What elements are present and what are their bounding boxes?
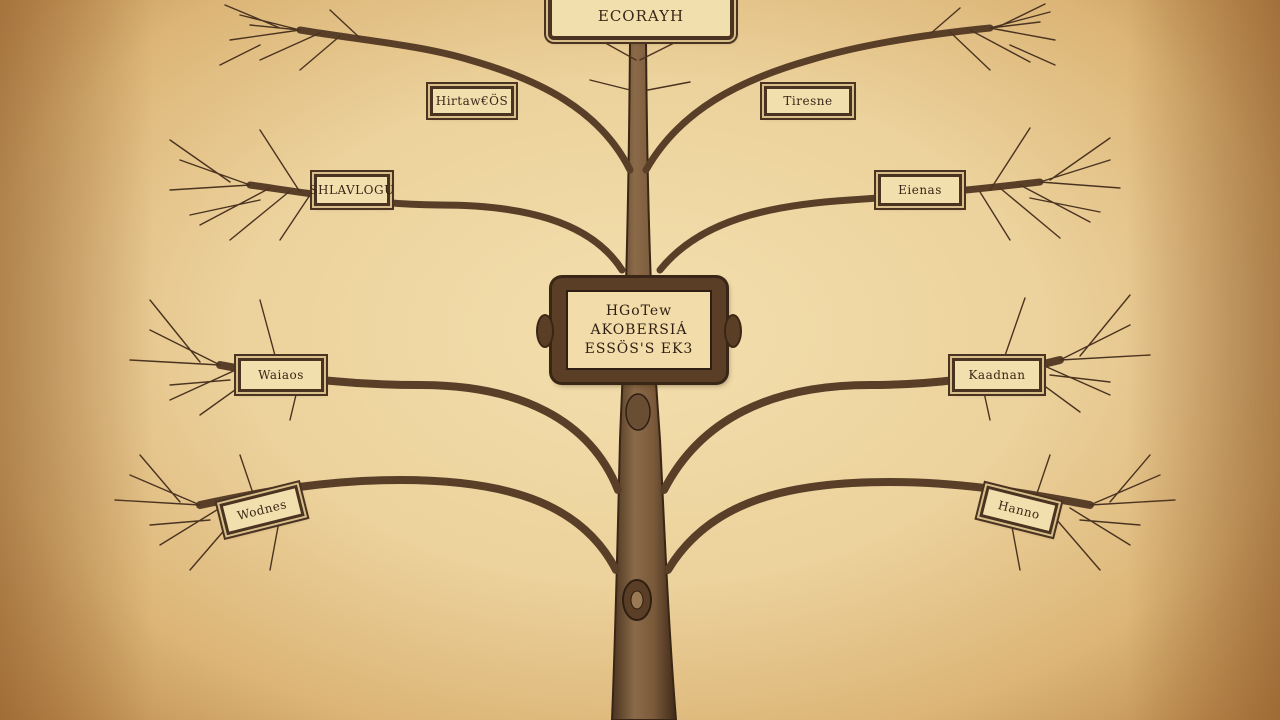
plaque-left-1: Hirtaw€ÖS: [430, 86, 514, 116]
plaque-center-panel: HGoTew AKOBERSIÁ ESSÖS'S EK3: [566, 290, 712, 370]
plaque-center-line1: HGoTew: [605, 302, 673, 319]
plaque-top: ECORAYH: [548, 0, 734, 40]
plaque-center-line2: AKOBERSIÁ: [590, 321, 688, 338]
branch-left-2: [246, 181, 626, 274]
plaque-right-2-label: Eienas: [898, 183, 942, 197]
plaque-right-1: Tiresne: [764, 86, 852, 116]
trunk-knot-upper: [625, 393, 651, 431]
plaque-center-line3: ESSÖS'S EK3: [584, 340, 694, 357]
plaque-top-label: ECORAYH: [597, 7, 685, 25]
plaque-right-2: Eienas: [878, 174, 962, 206]
plaque-left-4-label: Wodnes: [235, 497, 289, 523]
plaque-right-3: Kaadnan: [952, 358, 1042, 392]
frame-ornament-right: [724, 314, 742, 348]
branch-right-2: [656, 178, 1044, 274]
plaque-left-2: SHLAVLOGU: [309, 174, 394, 206]
plaque-right-1-label: Tiresne: [783, 94, 833, 108]
plaque-right-4-label: Hanno: [996, 498, 1042, 522]
plaque-left-2-label: SHLAVLOGU: [309, 183, 395, 197]
plaque-left-3-label: Waiaos: [258, 368, 304, 382]
plaque-left-1-label: Hirtaw€ÖS: [435, 94, 509, 108]
plaque-center: HGoTew AKOBERSIÁ ESSÖS'S EK3: [536, 278, 742, 382]
plaque-left-3: Waiaos: [238, 358, 324, 392]
frame-ornament-left: [536, 314, 554, 348]
plaque-right-3-label: Kaadnan: [968, 368, 1026, 382]
